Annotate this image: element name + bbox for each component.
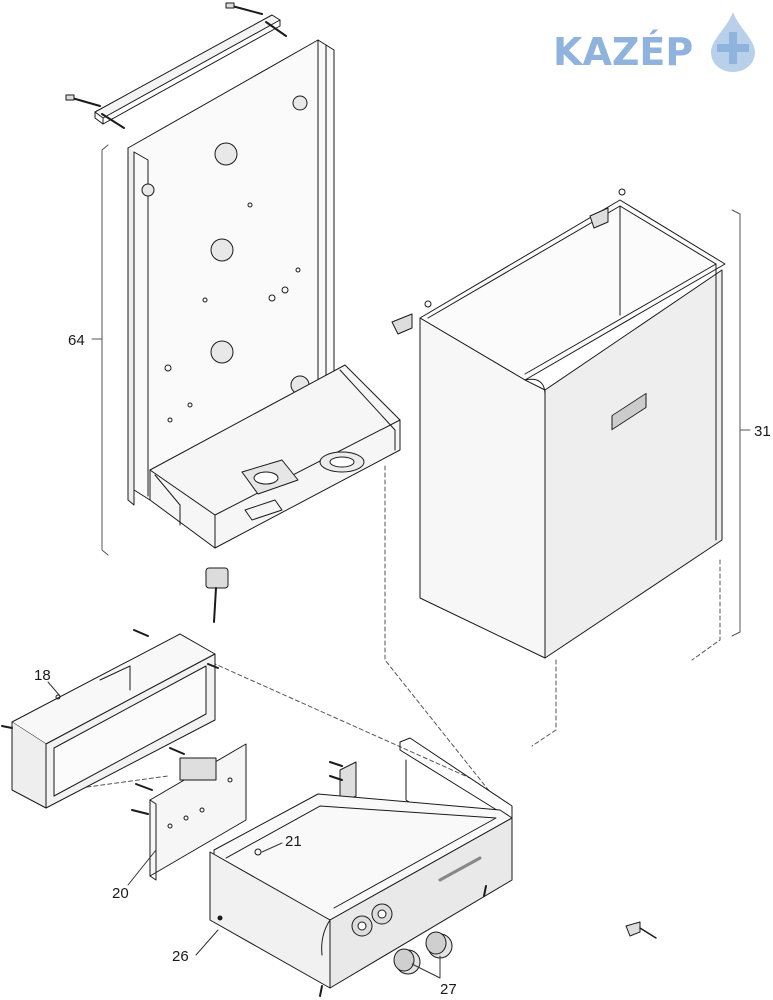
callout-20: 20	[112, 885, 129, 902]
wall-mounting-bracket	[65, 2, 287, 129]
brand-logo-text: KAZÉP	[553, 30, 694, 74]
callout-leaders	[47, 681, 441, 979]
front-casing-panel	[391, 188, 726, 659]
assembly-guide-lines	[79, 465, 721, 793]
terminal-strip	[329, 761, 357, 805]
boiler-chassis-frame	[127, 39, 401, 549]
rear-cover-box	[1, 629, 219, 809]
small-valve-part	[205, 567, 229, 623]
callout-26: 26	[172, 948, 189, 965]
callout-64: 64	[68, 332, 85, 349]
callout-21: 21	[285, 833, 302, 850]
callout-31: 31	[754, 423, 771, 440]
control-knobs	[393, 931, 453, 975]
small-clip-part	[625, 921, 657, 939]
callout-27: 27	[440, 981, 457, 998]
control-panel-housing	[209, 737, 513, 997]
control-board	[131, 743, 247, 881]
callout-18: 18	[34, 667, 51, 684]
callout-31-bracket	[731, 209, 751, 637]
callout-64-bracket	[91, 144, 109, 556]
water-drop-plus-icon	[711, 12, 755, 72]
callout-labels: 64 31 18 21 20 26 27	[34, 332, 771, 998]
brand-logo: KAZÉP	[553, 12, 755, 80]
